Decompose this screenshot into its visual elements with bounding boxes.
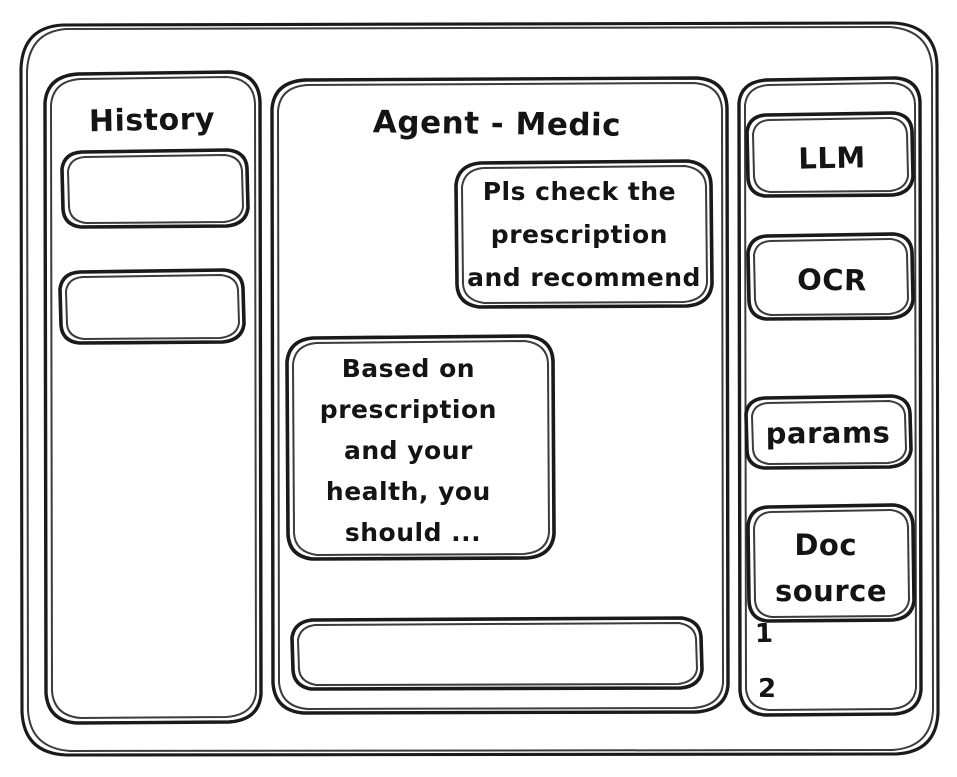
sidebar-right-chip-llm-label: LLM bbox=[798, 140, 866, 175]
history-item-1[interactable] bbox=[60, 148, 250, 229]
message-bubble-assistant-text: Based on prescription and your health, y… bbox=[320, 354, 506, 547]
message-bubble-user[interactable]: Pls check the prescription and recommend bbox=[454, 159, 714, 309]
sidebar-right: LLM OCR params Doc source 1 2 bbox=[737, 76, 923, 717]
sidebar-right-chip-ocr[interactable]: OCR bbox=[746, 232, 915, 321]
message-bubble-assistant[interactable]: Based on prescription and your health, y… bbox=[285, 334, 556, 561]
sidebar-left-title: History bbox=[89, 102, 216, 139]
doc-source-list-item-2[interactable]: 2 bbox=[758, 674, 777, 704]
sidebar-right-chip-params[interactable]: params bbox=[744, 394, 913, 470]
doc-source-list: 1 2 bbox=[755, 619, 777, 704]
main-panel-title: Agent - Medic bbox=[373, 104, 622, 143]
sidebar-right-chip-doc-source-label: Doc source bbox=[775, 528, 887, 608]
sidebar-right-chip-ocr-label: OCR bbox=[797, 263, 867, 298]
doc-source-list-item-1[interactable]: 1 bbox=[755, 619, 774, 649]
history-item-2[interactable] bbox=[58, 268, 246, 345]
sidebar-right-chip-doc-source[interactable]: Doc source bbox=[746, 503, 916, 623]
app-window-frame bbox=[19, 21, 940, 757]
message-bubble-user-text: Pls check the prescription and recommend bbox=[467, 177, 701, 292]
sidebar-right-chip-llm[interactable]: LLM bbox=[745, 111, 915, 198]
sidebar-left[interactable]: History bbox=[43, 70, 263, 725]
sidebar-right-chip-params-label: params bbox=[766, 415, 891, 450]
composer-input[interactable] bbox=[290, 616, 704, 691]
main-panel: Agent - Medic Pls check the prescription… bbox=[270, 76, 730, 715]
